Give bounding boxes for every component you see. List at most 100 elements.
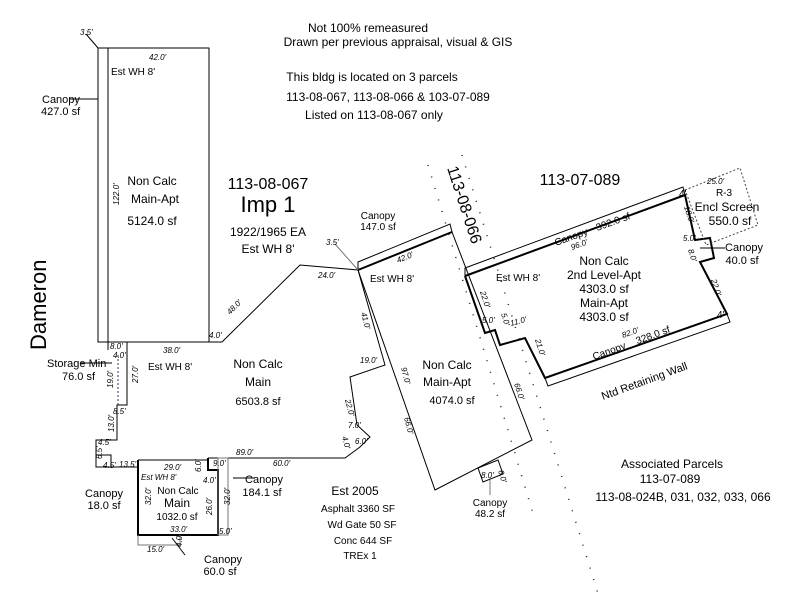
- dim: 6.0': [194, 459, 203, 472]
- dimension-labels: 3.5' 42.0' 122.0' 8.0' 38.0' 4.0' 48.0' …: [80, 28, 725, 554]
- canopy-bottom-sf: 328.0 sf: [634, 325, 671, 348]
- dim: 6.5': [95, 446, 104, 459]
- site-asphalt: Asphalt 3360 SF: [321, 504, 395, 515]
- note-drawn: Drawn per previous appraisal, visual & G…: [284, 35, 513, 49]
- dim: 5.0': [499, 312, 512, 327]
- dim: 22.0': [709, 277, 723, 297]
- dim: 22.0': [343, 397, 356, 417]
- site-conc: Conc 644 SF: [334, 536, 392, 547]
- center-apt-building: [334, 223, 533, 491]
- right-apt-l2: 2nd Level-Apt: [567, 268, 642, 282]
- site-est: Est 2005: [331, 484, 379, 498]
- retaining-wall: Ntd Retaining Wall: [600, 361, 689, 403]
- right-apt-l3: Main-Apt: [580, 296, 629, 310]
- canopy-18-label: Canopy: [85, 488, 123, 500]
- canopy-top-sf: 392.0 sf: [595, 211, 632, 234]
- dim: 8.0': [686, 248, 699, 263]
- left-apt-building: [85, 33, 210, 343]
- dim: 5.0': [219, 527, 232, 536]
- right-apt-sf: 4303.0 sf: [579, 282, 629, 296]
- note-remeasured: Not 100% remeasured: [308, 21, 428, 35]
- dim: 41.0': [359, 311, 372, 330]
- dim: 13.5': [119, 460, 137, 469]
- site-trex: TREx 1: [343, 551, 377, 562]
- dim: 7.0': [348, 421, 361, 430]
- dim: 19.0': [360, 356, 378, 365]
- canopy-48-sf: 48.2 sf: [475, 509, 505, 520]
- imp-wall: Est WH 8': [242, 242, 295, 256]
- right-apt-building: [464, 167, 759, 387]
- dim: 13.0': [107, 414, 116, 432]
- parcel-089-label: 113-07-089: [540, 172, 621, 189]
- note-listed: Listed on 113-08-067 only: [305, 108, 443, 122]
- dim: 3.5': [80, 28, 93, 37]
- canopy-60-label: Canopy: [204, 554, 242, 566]
- canopy-18-sf: 18.0 sf: [87, 500, 121, 512]
- left-apt-l1: Non Calc: [127, 174, 176, 188]
- dim: 8.5': [113, 407, 126, 416]
- associated-p2: 113-08-024B, 031, 032, 033, 066: [595, 490, 771, 504]
- small-main-l2: Main: [164, 496, 190, 510]
- main-sf: 6503.8 sf: [235, 396, 281, 408]
- dim: 4.0': [209, 331, 222, 340]
- dim: 21.0': [533, 337, 547, 357]
- dim: 42.0': [395, 250, 415, 265]
- left-apt-wall: Est WH 8': [111, 67, 155, 78]
- right-apt-wall: Est WH 8': [496, 273, 540, 284]
- dim: 8.0': [110, 342, 123, 351]
- canopy-147-sf: 147.0 sf: [360, 222, 396, 233]
- dim: 122.0': [112, 183, 121, 205]
- dim: 97.0': [399, 366, 412, 385]
- right-apt-l1: Non Calc: [579, 254, 628, 268]
- associated-p1: 113-07-089: [640, 472, 701, 486]
- dim: 19.0': [106, 370, 115, 388]
- associated-title: Associated Parcels: [621, 457, 723, 471]
- dim: 4': [679, 189, 687, 200]
- dim: 15.0': [147, 545, 165, 554]
- center-apt-sf: 4074.0 sf: [429, 395, 475, 407]
- main-area-outline: [208, 264, 386, 459]
- note-parcel-list: 113-08-067, 113-08-066 & 103-07-089: [286, 90, 490, 104]
- dim: 66.0': [512, 382, 526, 401]
- dim: 32.0': [223, 487, 232, 505]
- small-main-building: [137, 457, 229, 556]
- dim: 48.0': [225, 298, 244, 317]
- canopy-48-label: Canopy: [473, 498, 507, 509]
- encl-label: Encl Screen: [695, 200, 760, 214]
- dim: 9.0': [213, 459, 226, 468]
- dim: 66.0': [402, 416, 415, 435]
- center-apt-l1: Non Calc: [422, 358, 471, 372]
- storage-sf: 76.0 sf: [62, 371, 96, 383]
- canopy-147-label: Canopy: [361, 211, 395, 222]
- dim: 26.0': [205, 497, 214, 516]
- dim: 32.0': [144, 487, 153, 505]
- dim: 27.0': [131, 365, 140, 384]
- dim: 3.5': [326, 238, 339, 247]
- left-apt-l2: Main-Apt: [131, 192, 180, 206]
- dim: 4.0': [113, 351, 126, 360]
- site-gate: Wd Gate 50 SF: [328, 520, 397, 531]
- canopy-60-sf: 60.0 sf: [203, 566, 237, 578]
- dim: 5.0': [683, 234, 696, 243]
- encl-sf: 550.0 sf: [709, 214, 752, 228]
- canopy-427-sf: 427.0 sf: [41, 106, 81, 118]
- small-main-sf: 1032.0 sf: [156, 512, 197, 523]
- encl-code: R-3: [716, 188, 733, 199]
- imp-title: Imp 1: [240, 192, 295, 217]
- small-main-l1: Non Calc: [157, 486, 198, 497]
- dim: 4.0': [340, 435, 352, 450]
- canopy-18-box: [95, 454, 112, 468]
- main-l1: Non Calc: [233, 357, 282, 371]
- dim: 22.0': [478, 289, 492, 309]
- canopy-184-label: Canopy: [245, 474, 283, 486]
- right-apt-sf2: 4303.0 sf: [579, 310, 629, 324]
- dim: 8.0': [481, 471, 494, 480]
- canopy-184-sf: 184.1 sf: [242, 487, 282, 499]
- dim: 11.0': [509, 315, 528, 328]
- dim: 42.0': [149, 53, 167, 62]
- main-wall: Est WH 8': [148, 362, 192, 373]
- canopy-40-sf: 40.0 sf: [725, 255, 759, 267]
- dim: 4': [717, 310, 725, 321]
- dim: 4.0': [203, 476, 216, 485]
